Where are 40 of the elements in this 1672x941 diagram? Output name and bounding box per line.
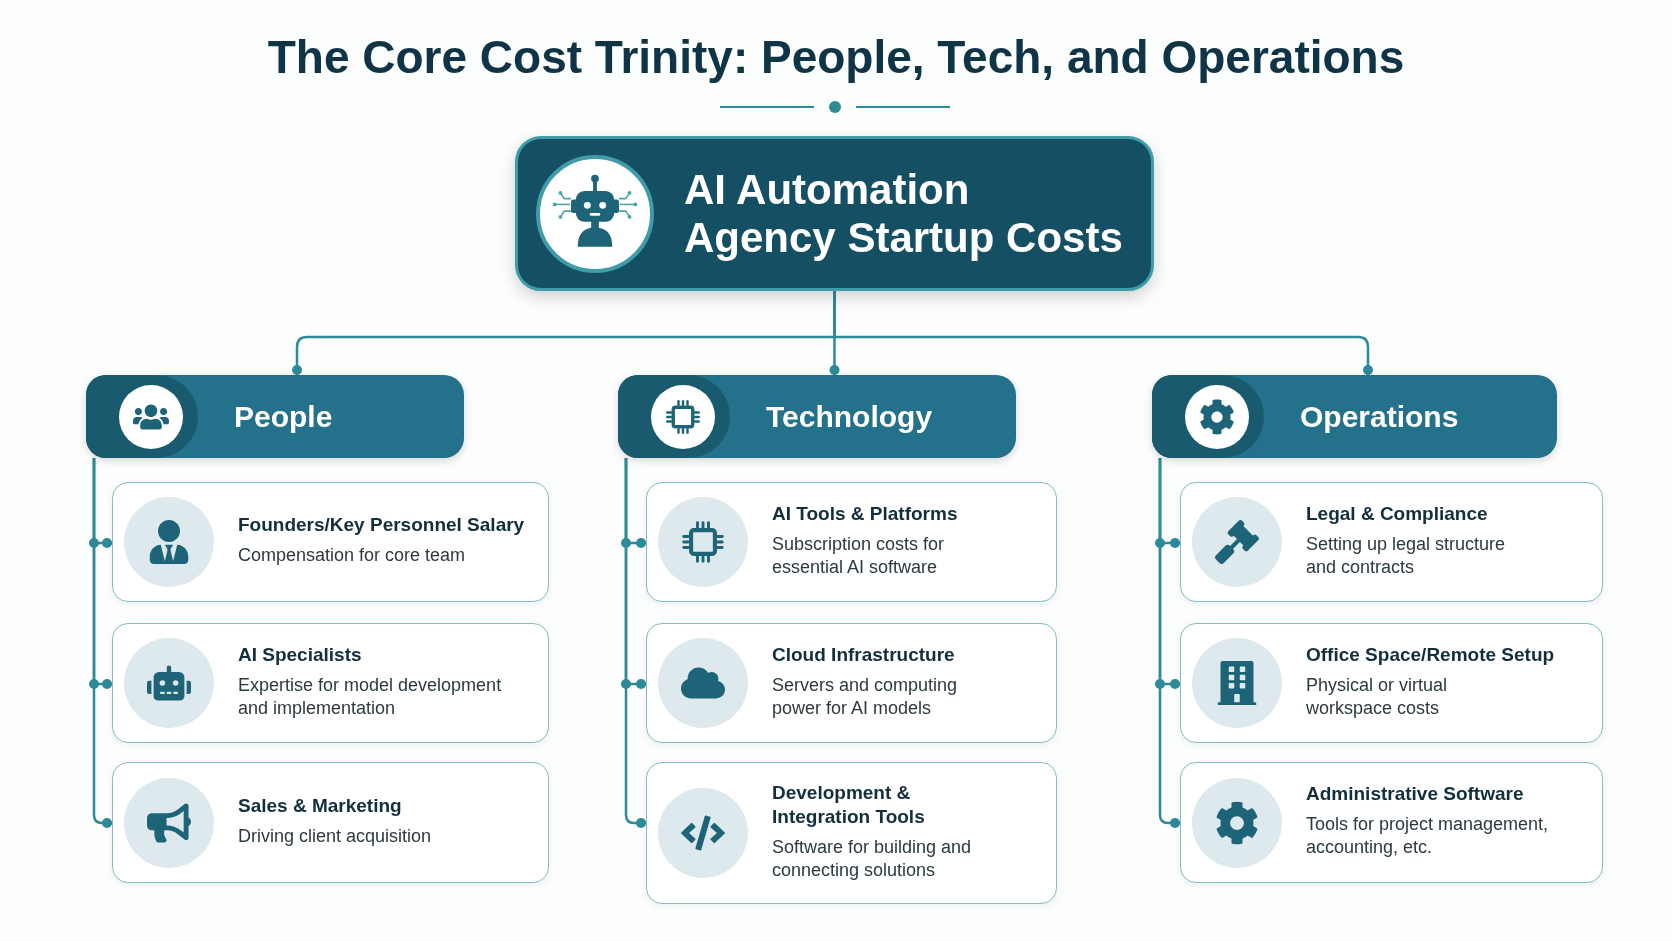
- cost-item-card: [112, 762, 549, 883]
- item-description: Software for building and connecting solutions: [772, 835, 973, 882]
- item-title: Administrative Software: [1306, 782, 1525, 806]
- cost-item-card: [112, 482, 549, 602]
- item-title: AI Specialists: [238, 642, 363, 667]
- item-description: Servers and computing power for AI models: [772, 673, 959, 720]
- cost-item-card: [1180, 482, 1603, 602]
- cost-item-card: [1180, 623, 1603, 743]
- category-title: Operations: [1300, 398, 1459, 435]
- cost-item-card: [1180, 762, 1603, 883]
- connector: [1155, 458, 1180, 828]
- category-header: [618, 375, 1016, 458]
- item-description: Expertise for model development and implementation: [238, 673, 503, 720]
- item-title: Founders/Key Personnel Salary: [238, 513, 525, 537]
- category-header: [86, 375, 464, 458]
- category-title: People: [234, 398, 333, 435]
- item-description: Physical or virtual workspace costs: [1306, 673, 1449, 720]
- item-title: Development & Integration Tools: [772, 780, 926, 829]
- item-title: Cloud Infrastructure: [772, 642, 956, 667]
- root-box: [515, 136, 1154, 291]
- item-title: Legal & Compliance: [1306, 501, 1489, 526]
- connector: [621, 458, 646, 828]
- connector: [292, 291, 1373, 375]
- cost-item-card: [646, 482, 1057, 602]
- page-title: The Core Cost Trinity: People, Tech, and Operations: [267, 30, 1405, 84]
- item-title: AI Tools & Platforms: [772, 501, 959, 526]
- cost-item-card: [646, 762, 1057, 904]
- category-title: Technology: [766, 398, 933, 435]
- item-description: Tools for project management, accounting, etc.: [1306, 813, 1550, 859]
- root-title: AI Automation Agency Startup Costs: [684, 165, 1124, 262]
- item-description: Compensation for core team: [238, 544, 467, 567]
- item-description: Driving client acquisition: [238, 824, 432, 848]
- item-description: Subscription costs for essential AI software: [772, 532, 946, 579]
- connector: [89, 458, 112, 828]
- item-title: Sales & Marketing: [238, 793, 403, 818]
- cost-item-card: [646, 623, 1057, 743]
- item-description: Setting up legal structure and contracts: [1306, 532, 1507, 579]
- category-header: [1152, 375, 1557, 458]
- item-title: Office Space/Remote Setup: [1306, 642, 1555, 667]
- cost-item-card: [112, 623, 549, 743]
